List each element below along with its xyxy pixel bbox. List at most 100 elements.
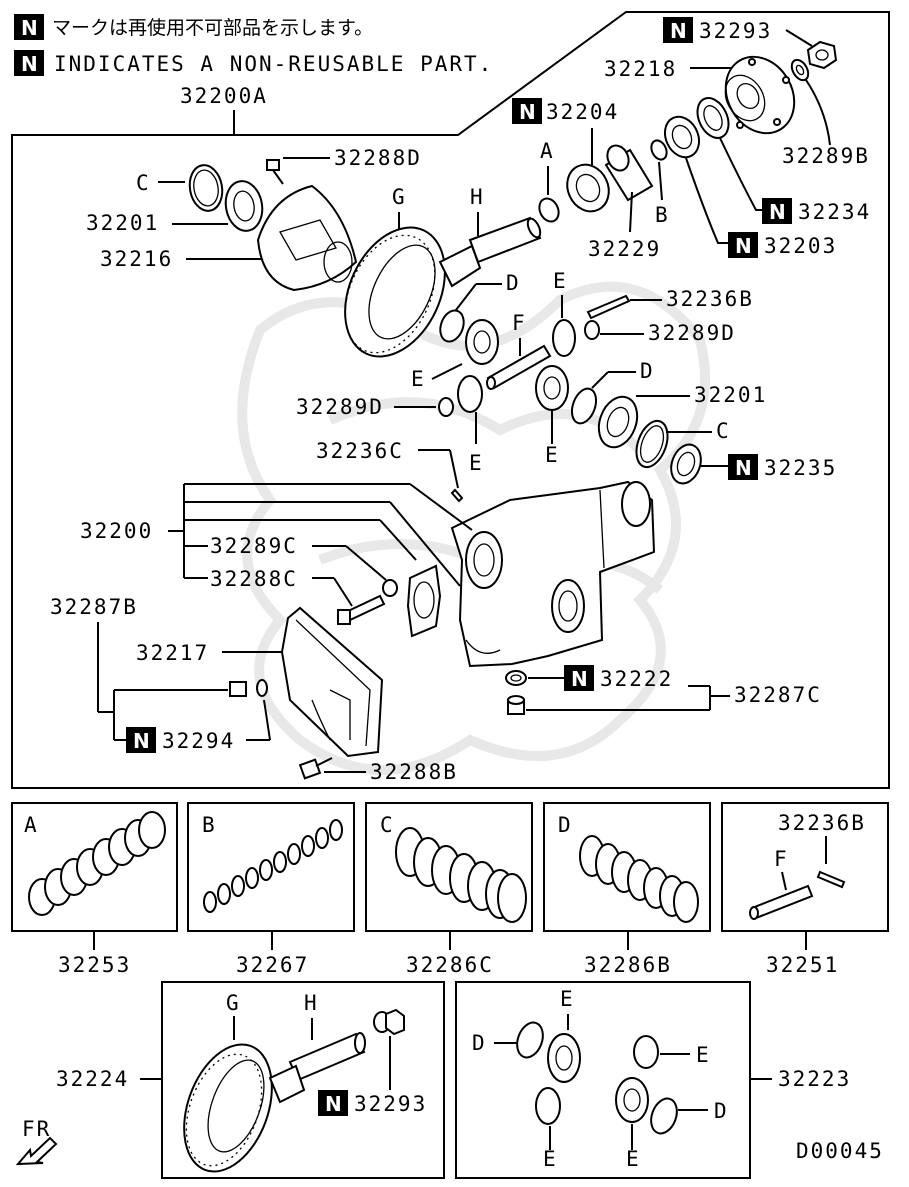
differential-case	[256, 184, 358, 292]
label-32229: 32229	[588, 237, 661, 261]
label-32286b: 32286B	[584, 953, 672, 977]
label-32287b: 32287B	[50, 595, 138, 619]
washer-32289b	[790, 58, 810, 82]
label-32288b: 32288B	[370, 760, 458, 784]
kit-d-box: D	[543, 802, 711, 932]
diff-side-gear-left	[547, 1033, 581, 1083]
diff-pinion-upper	[633, 1035, 659, 1069]
letter-d-diff2: D	[714, 1099, 729, 1123]
svg-text:C: C	[380, 813, 395, 837]
bolt-32288c	[337, 594, 386, 625]
bearing-32204	[566, 163, 610, 213]
letter-f-main: F	[512, 311, 527, 335]
label-32236b-kit: 32236B	[778, 811, 866, 835]
bearing-32201-right	[597, 395, 639, 449]
letter-e-main4: E	[545, 443, 560, 467]
carrier-housing	[450, 480, 656, 668]
label-32289d-right: 32289D	[648, 321, 736, 345]
kit-d-shims	[579, 835, 699, 923]
side-gear-upper	[465, 319, 499, 365]
letter-e-diff2: E	[696, 1043, 711, 1067]
bearing-cap	[406, 564, 442, 638]
badge-32293: N	[663, 17, 693, 43]
svg-text:マークは再使用不可部品を示します。: マークは再使用不可部品を示します。	[52, 17, 373, 39]
label-32253: 32253	[58, 953, 131, 977]
svg-text:B: B	[202, 813, 217, 837]
diff-pinion-lower	[535, 1087, 561, 1125]
note-jp: N マークは再使用不可部品を示します。	[14, 14, 373, 40]
plug-32287c	[507, 695, 525, 715]
gearset-pinion	[268, 1032, 366, 1104]
bolt-32288b	[298, 757, 333, 780]
pinion-shaft	[486, 344, 552, 390]
drive-pinion	[438, 216, 542, 288]
letter-b-main: B	[655, 203, 670, 227]
svg-text:D: D	[558, 813, 573, 837]
letter-d-main2: D	[640, 359, 655, 383]
badge-32234: N	[762, 198, 792, 224]
badge-32235: N	[728, 454, 758, 480]
badge-32293-gearset: N	[318, 1090, 348, 1116]
label-32217: 32217	[136, 641, 209, 665]
shim-c-right	[635, 419, 669, 469]
label-32289d-left: 32289D	[296, 395, 384, 419]
label-32216: 32216	[100, 247, 173, 271]
diff-washer-left	[516, 1021, 544, 1059]
label-32201-left: 32201	[86, 211, 159, 235]
diffgears-box	[455, 981, 751, 1179]
kit-shaft	[749, 884, 814, 920]
note-en: N INDICATES A NON-REUSABLE PART.	[14, 50, 491, 76]
kit-c-box: C	[365, 802, 533, 932]
label-32200: 32200	[80, 519, 153, 543]
svg-text:A: A	[24, 813, 39, 837]
label-32203: 32203	[764, 234, 837, 258]
label-32286c: 32286C	[406, 953, 494, 977]
pin-32236b	[586, 294, 631, 320]
letter-h-main: H	[470, 185, 485, 209]
badge-32294: N	[126, 727, 156, 753]
label-32267: 32267	[236, 953, 309, 977]
flange-nut	[806, 40, 838, 70]
diff-side-gear-right	[615, 1077, 649, 1123]
letter-c-main2: C	[716, 419, 731, 443]
label-32223: 32223	[778, 1067, 851, 1091]
bearing-32201-left	[224, 180, 264, 232]
badge-32222: N	[564, 665, 594, 691]
svg-text:N: N	[325, 1092, 342, 1116]
side-gear-lower	[535, 365, 569, 411]
svg-text:N: N	[571, 667, 588, 691]
svg-text:N: N	[735, 456, 752, 480]
svg-text:N: N	[735, 234, 752, 258]
kit-f-box: 32236B F	[721, 802, 889, 932]
label-32234: 32234	[798, 200, 871, 224]
fr-arrow-icon	[15, 1136, 58, 1166]
letter-e-diff1: E	[560, 987, 575, 1011]
svg-text:N: N	[133, 729, 150, 753]
letter-g-gearset: G	[226, 991, 241, 1015]
letter-a-main: A	[540, 139, 555, 163]
filler-plug	[505, 670, 527, 686]
gearset-nut	[373, 1008, 405, 1036]
letter-e-main1: E	[411, 367, 426, 391]
drain-plug	[229, 679, 268, 697]
label-32293-gearset: 32293	[354, 1092, 427, 1116]
letter-d-main1: D	[506, 271, 521, 295]
oil-seal-32235	[670, 443, 702, 485]
shim-b	[650, 139, 668, 161]
label-32294: 32294	[162, 729, 235, 753]
ring-gear	[344, 226, 446, 358]
shim-c-left	[188, 164, 224, 212]
pinion-gear-lower	[457, 375, 483, 413]
spacer-32229	[604, 144, 654, 202]
kit-b-box: B	[187, 802, 355, 932]
kit-c-shims	[395, 827, 527, 923]
washer-d-upper	[439, 309, 465, 343]
label-32289b: 32289B	[782, 144, 870, 168]
gearset-ring-gear	[183, 1043, 273, 1173]
pin-32236c	[450, 488, 464, 503]
svg-text:N: N	[21, 52, 38, 76]
pinion-gear-upper	[552, 319, 576, 357]
fr-label: FR	[22, 1117, 51, 1141]
label-32235: 32235	[764, 456, 837, 480]
letter-e-main2: E	[553, 269, 568, 293]
